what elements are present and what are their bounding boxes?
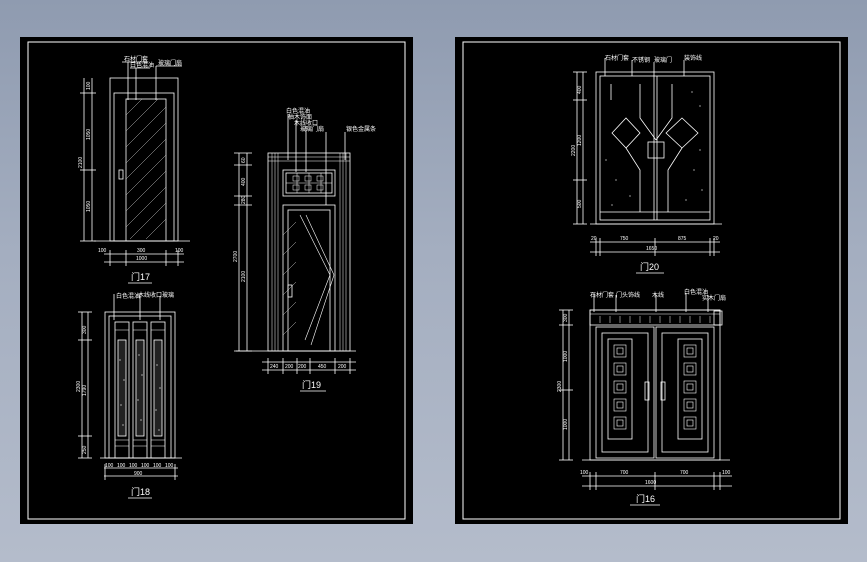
door-20-elevation [573,58,722,274]
door-18-note-2: 木线收口 [138,291,162,299]
door-17-caption: 门17 [131,271,150,282]
door-16-total-height: 2300 [557,381,563,392]
door-18-note-3: 玻璃 [162,291,174,299]
door-20-width-3: 875 [678,236,687,242]
door-18-width-3: 100 [129,463,138,469]
door-19-note-4: 玻璃门扇 [300,125,324,133]
door-19-total-height: 2700 [233,251,239,262]
right-sheet [455,37,848,524]
door-19-note-2: 柚木饰面 [288,113,312,121]
door-17-height-1: 100 [86,81,92,90]
door-19-note-1: 白色混油 [286,107,310,115]
door-19-note-5: 银色金属条 [346,125,376,133]
door-18-note-1: 白色混油 [116,292,140,300]
door-18-total-height: 2300 [76,381,82,392]
door-16-height-2: 1000 [563,351,569,362]
door-20-total-height: 2200 [571,145,577,156]
door-19-height-3: 280 [241,195,247,204]
door-17-note-3: 玻璃门扇 [158,59,182,67]
left-sheet [20,37,413,524]
door-16-width-4: 100 [722,470,731,476]
door-20-height-3: 500 [577,199,583,208]
door-18-width-2: 100 [117,463,126,469]
door-19-width-4: 450 [318,364,327,370]
door-20-total-width: 1650 [646,246,657,252]
door-20-height-2: 1200 [577,135,583,146]
right-sheet-frame [462,41,841,520]
door-18-height-2: 1790 [82,385,88,396]
door-20-caption: 门20 [640,261,659,272]
door-18-width-5: 100 [153,463,162,469]
door-16-height-1: 300 [563,313,569,322]
door-16-width-2: 700 [620,470,629,476]
door-18-width-4: 100 [141,463,150,469]
door-19-note-3: 木线收口 [294,119,318,127]
door-16-note-3: 木线 [652,291,664,299]
door-18-total-width: 900 [134,471,143,477]
door-18-caption: 门18 [131,486,150,497]
door-20-note-1: 石材门套 [605,54,629,62]
door-20-note-4: 装饰线 [684,54,702,62]
door-16-caption: 门16 [636,493,655,504]
door-18-width-1: 100 [105,463,114,469]
door-19-width-1: 240 [270,364,279,370]
door-19-width-2: 200 [285,364,294,370]
door-17-height-2: 1050 [86,129,92,140]
door-20-note-3: 玻璃门 [654,56,672,64]
door-17-width-2: 300 [137,248,146,254]
door-19-height-2: 400 [241,177,247,186]
door-19-width-3: 200 [298,364,307,370]
door-20-width-4: 20 [713,236,719,242]
door-19-elevation [234,114,356,392]
door-17-total-height: 2100 [78,157,84,168]
door-17-width-1: 100 [98,248,107,254]
door-20-height-1: 400 [577,85,583,94]
door-17-elevation [80,61,190,284]
door-16-note-2: 门头饰线 [616,291,640,299]
door-17-height-3: 1050 [86,201,92,212]
door-17-total-width: 1000 [136,256,147,262]
door-17-note-1: 石材门套 [124,55,148,63]
door-20-note-2: 不锈钢 [632,56,650,64]
door-16-width-3: 700 [680,470,689,476]
left-sheet-frame [27,41,406,520]
door-16-note-1: 石材门套 [590,291,614,299]
door-18-width-6: 100 [165,463,174,469]
door-19-caption: 门19 [302,379,321,390]
door-16-elevation [559,293,732,506]
door-20-width-2: 750 [620,236,629,242]
door-19-width-5: 200 [338,364,347,370]
door-17-width-3: 100 [175,248,184,254]
door-16-total-width: 1600 [645,480,656,486]
door-16-width-1: 100 [580,470,589,476]
door-18-elevation [78,294,182,499]
door-17-note-2: 白色混油 [130,61,154,69]
door-18-height-1: 300 [82,325,88,334]
door-16-height-3: 1000 [563,419,569,430]
door-18-height-3: 250 [82,445,88,454]
door-19-height-1: 60 [241,157,247,163]
door-16-note-5: 实木门扇 [702,294,726,302]
door-19-height-4: 2100 [241,271,247,282]
door-20-width-1: 20 [591,236,597,242]
door-16-note-4: 白色混油 [684,288,708,296]
